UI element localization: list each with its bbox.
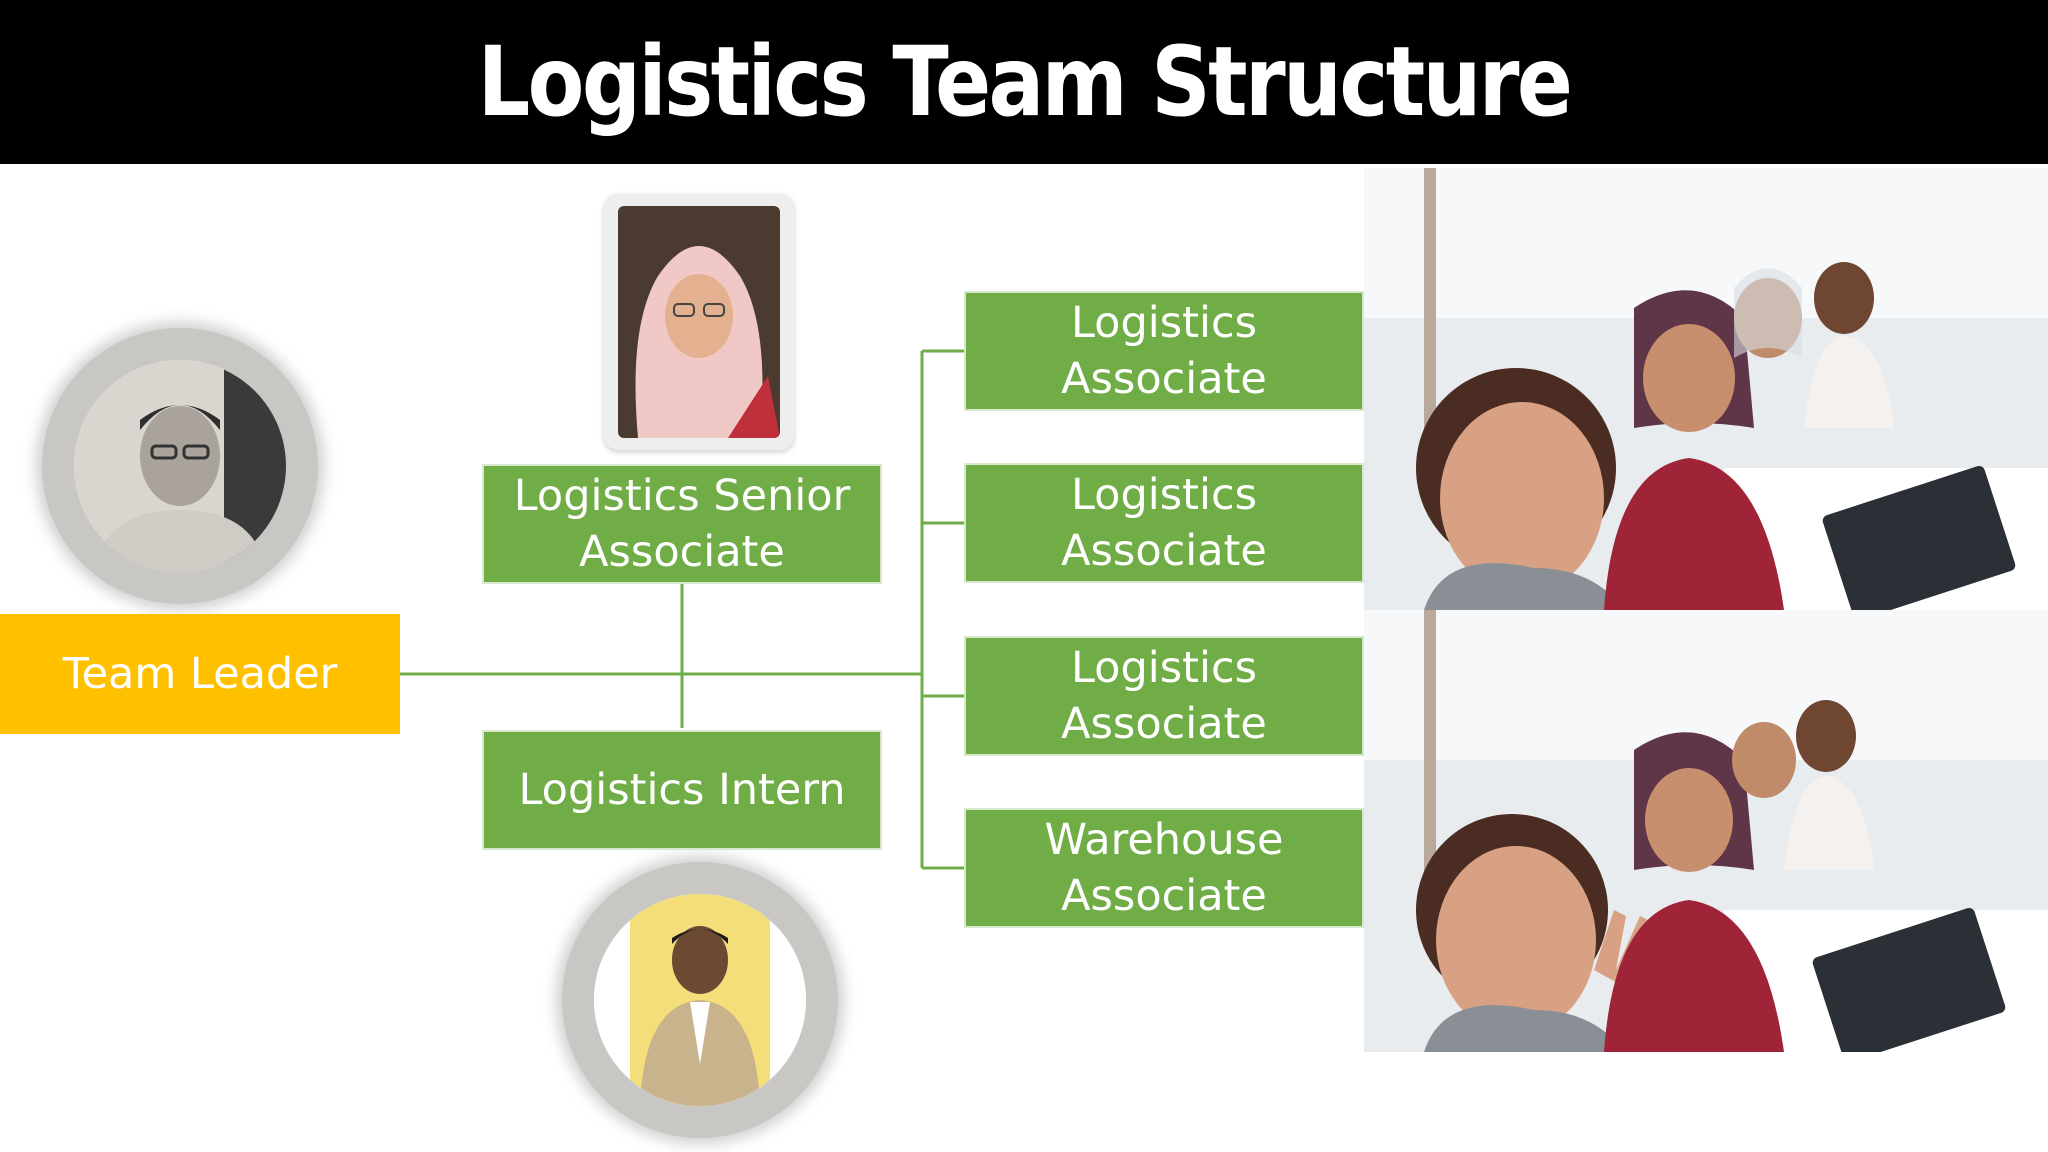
team-photo-bottom [1364, 610, 2048, 1052]
senior-associate-photo-frame [604, 194, 794, 450]
senior-associate-label-line-2: Associate [579, 527, 785, 577]
team-photo-top [1364, 168, 2048, 610]
intern-photo-frame [562, 862, 838, 1138]
associate-node-1: Logistics Associate [964, 291, 1364, 411]
person-photo-icon [594, 894, 806, 1106]
group-photo-icon [1364, 610, 2048, 1052]
associate-node-2: Logistics Associate [964, 463, 1364, 583]
associate-node-3: Logistics Associate [964, 636, 1364, 756]
intern-label: Logistics Intern [518, 765, 846, 815]
title-bar [0, 0, 2048, 164]
page-title: Logistics Team Structure [477, 26, 1573, 138]
associate-label-2: Logistics Associate [1061, 470, 1267, 576]
person-photo-icon [74, 360, 286, 572]
team-leader-node: Team Leader [0, 614, 400, 734]
warehouse-label-line-2: Associate [1061, 871, 1267, 921]
intern-node: Logistics Intern [482, 730, 882, 850]
team-leader-photo-frame [42, 328, 318, 604]
person-photo-icon [618, 206, 780, 438]
team-leader-label: Team Leader [62, 649, 338, 699]
group-photo-icon [1364, 168, 2048, 610]
senior-associate-label-line-1: Logistics Senior [513, 471, 851, 521]
warehouse-associate-node: Warehouse Associate [964, 808, 1364, 928]
associate-label-3: Logistics Associate [1061, 643, 1267, 749]
senior-associate-node: Logistics Senior Associate [482, 464, 882, 584]
associate-label-1: Logistics Associate [1061, 298, 1267, 404]
warehouse-label-line-1: Warehouse [1044, 815, 1284, 865]
